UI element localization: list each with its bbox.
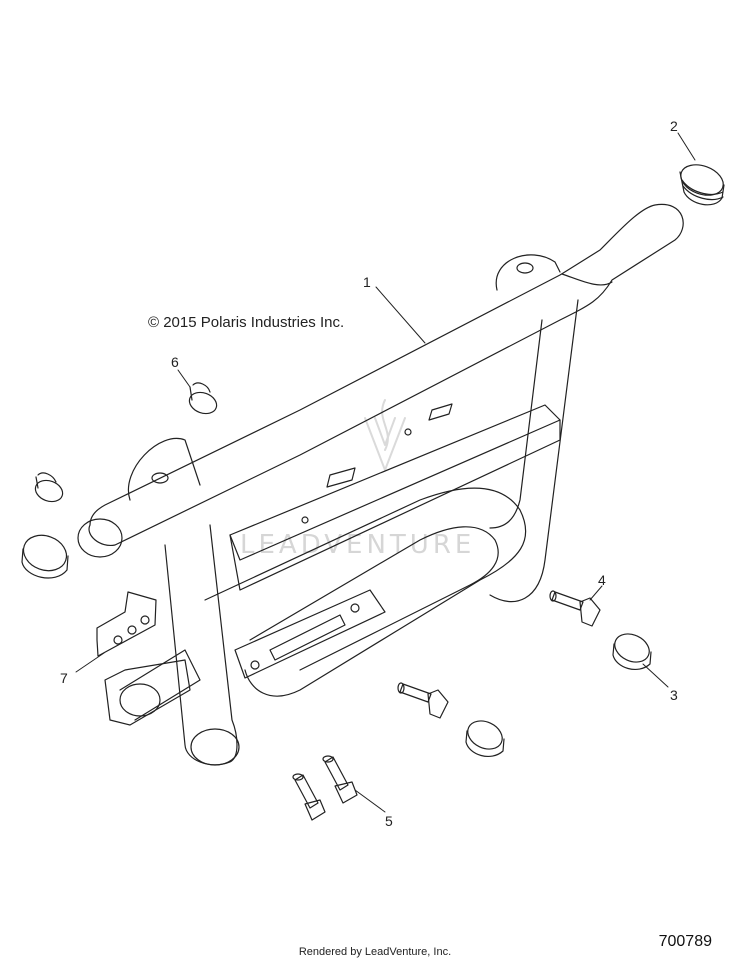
callout-5: 5 [385, 813, 393, 829]
callout-4: 4 [598, 572, 606, 588]
callout-2: 2 [670, 118, 678, 134]
watermark-logo [364, 399, 406, 471]
plug-part-3 [21, 534, 652, 758]
grommet-part-6 [34, 382, 218, 503]
bolt-part-5 [292, 755, 358, 821]
callout-6: 6 [171, 354, 179, 370]
callout-3: 3 [670, 687, 678, 703]
footer-credit: Rendered by LeadVenture, Inc. [298, 946, 452, 958]
drawing-number: 700789 [658, 933, 712, 950]
callout-7: 7 [60, 670, 68, 686]
bolt-part-4 [397, 590, 601, 719]
leader-lines [75, 132, 696, 813]
end-cap-part-2 [679, 164, 725, 206]
watermark-text: LEADVENTURE [240, 530, 475, 560]
copyright-notice: © 2015 Polaris Industries Inc. [148, 314, 345, 331]
callout-1: 1 [363, 274, 371, 290]
bumper-frame [77, 203, 684, 766]
bracket-part-7 [96, 591, 157, 657]
